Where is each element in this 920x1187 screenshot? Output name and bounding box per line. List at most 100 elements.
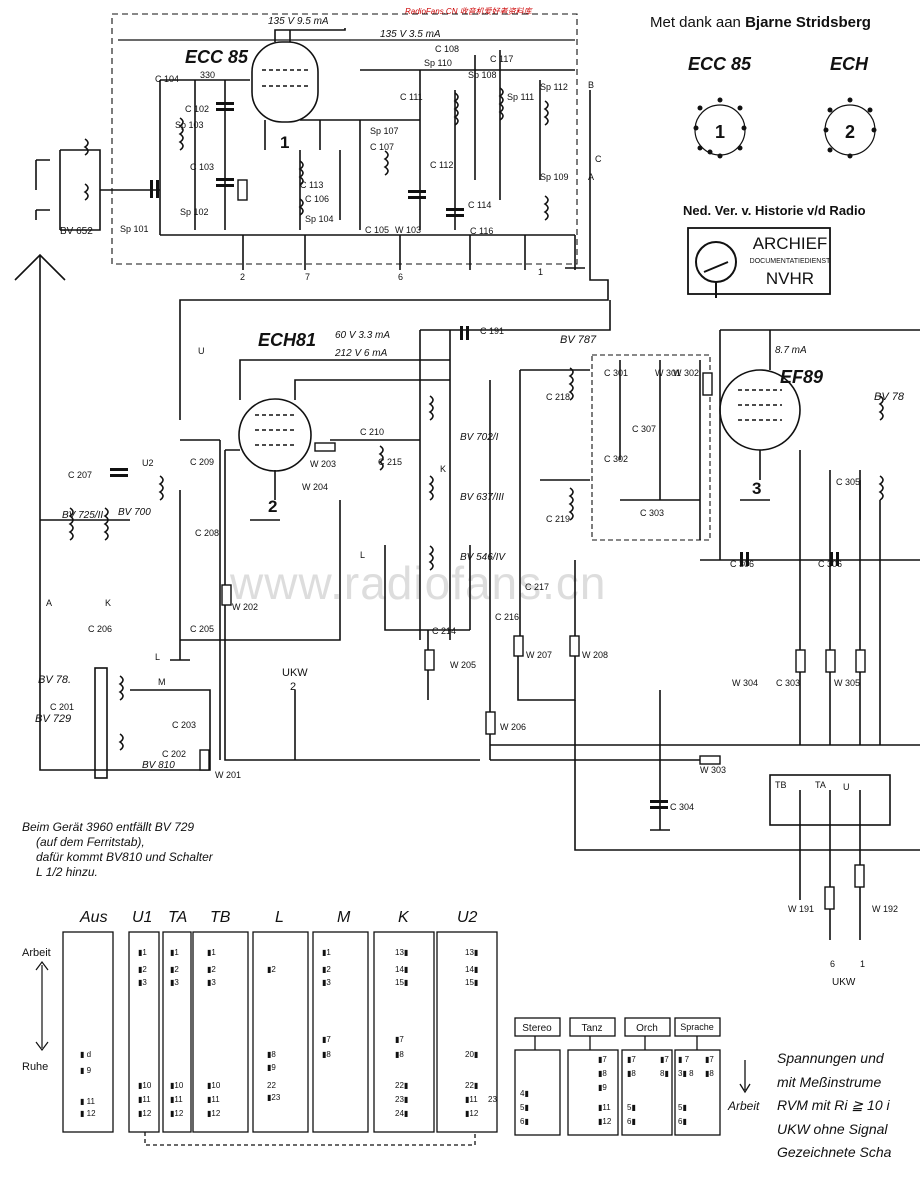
supply-label-ech-1: 60 V 3.3 mA (335, 330, 390, 341)
svg-text:K: K (440, 464, 446, 474)
svg-text:▮10: ▮10 (170, 1081, 184, 1090)
svg-text:13▮: 13▮ (465, 948, 478, 957)
svg-text:B: B (588, 80, 594, 90)
svg-text:C 302: C 302 (604, 454, 628, 464)
svg-text:W 204: W 204 (302, 482, 328, 492)
svg-text:▮11: ▮11 (598, 1103, 611, 1112)
svg-text:C 208: C 208 (195, 528, 219, 538)
svg-text:W 207: W 207 (526, 650, 552, 660)
label-bv702: BV 702/I (460, 432, 499, 443)
svg-text:▮7: ▮7 (322, 1035, 331, 1044)
svg-text:▮2: ▮2 (207, 965, 216, 974)
svg-text:W 202: W 202 (232, 602, 258, 612)
svg-text:1: 1 (280, 133, 289, 152)
footnote-line-2: (auf dem Ferritstab), (36, 835, 145, 849)
svg-text:22: 22 (267, 1081, 276, 1090)
svg-text:W 206: W 206 (500, 722, 526, 732)
svg-text:C 301: C 301 (604, 368, 628, 378)
label-bv810: BV 810 (142, 760, 175, 771)
svg-text:2: 2 (268, 497, 277, 516)
svg-text:▮8: ▮8 (627, 1069, 636, 1078)
svg-text:▮12: ▮12 (170, 1109, 184, 1118)
svg-text:A: A (46, 598, 52, 608)
svg-text:8▮: 8▮ (660, 1069, 669, 1078)
svg-text:▮12: ▮12 (138, 1109, 152, 1118)
button-orch: Orch (636, 1023, 658, 1034)
svg-text:U: U (843, 782, 850, 792)
svg-text:C 219: C 219 (546, 514, 570, 524)
tube-ech81-label: ECH81 (258, 330, 316, 350)
svg-text:C 207: C 207 (68, 470, 92, 480)
switch-col-k: K (398, 909, 410, 926)
svg-text:Sp 102: Sp 102 (180, 207, 209, 217)
svg-text:TA: TA (815, 780, 826, 790)
svg-text:▮7: ▮7 (598, 1055, 607, 1064)
svg-text:▮11: ▮11 (465, 1095, 478, 1104)
svg-text:A: A (588, 172, 594, 182)
svg-text:▮7: ▮7 (660, 1055, 669, 1064)
label-bv787: BV 787 (560, 334, 597, 346)
svg-text:C 201: C 201 (50, 702, 74, 712)
svg-text:▮11: ▮11 (138, 1095, 151, 1104)
svg-text:▮3: ▮3 (207, 978, 216, 987)
switch-ruhe: Ruhe (22, 1061, 48, 1073)
stamp-nvhr: NVHR (766, 269, 814, 288)
label-bv725: BV 725/II (62, 510, 103, 521)
svg-text:▮8: ▮8 (267, 1050, 276, 1059)
svg-text:C 217: C 217 (525, 582, 549, 592)
stamp-archief: ARCHIEF (753, 234, 828, 253)
svg-text:6: 6 (398, 272, 403, 282)
watermark-center: www.radiofans.cn (230, 557, 607, 609)
svg-text:W 192: W 192 (872, 904, 898, 914)
svg-text:C 103: C 103 (190, 162, 214, 172)
tube-ef89-label: EF89 (780, 367, 823, 387)
svg-text:C 216: C 216 (495, 612, 519, 622)
pinout-ech-title: ECH (830, 54, 869, 74)
svg-text:M: M (158, 677, 166, 687)
switch-col-u1: U1 (132, 909, 152, 926)
voltage-note-line-3: RVM mit Ri ≧ 10 i (777, 1097, 890, 1113)
svg-text:W 304: W 304 (732, 678, 758, 688)
svg-text:24▮: 24▮ (395, 1109, 408, 1118)
svg-text:C 303: C 303 (776, 678, 800, 688)
ukw-number: 2 (290, 681, 296, 693)
svg-text:▮12: ▮12 (598, 1117, 612, 1126)
svg-text:4▮: 4▮ (520, 1089, 529, 1098)
svg-text:6▮: 6▮ (627, 1117, 636, 1126)
svg-text:C 106: C 106 (305, 194, 329, 204)
svg-text:▮ 11: ▮ 11 (80, 1097, 95, 1106)
svg-text:5▮: 5▮ (678, 1103, 687, 1112)
tube-ecc85-label: ECC 85 (185, 47, 249, 67)
svg-text:Sp 109: Sp 109 (540, 172, 569, 182)
svg-text:C 202: C 202 (162, 749, 186, 759)
switch-arbeit: Arbeit (22, 947, 51, 959)
svg-text:▮2: ▮2 (170, 965, 179, 974)
svg-text:C 108: C 108 (435, 44, 459, 54)
svg-text:W 191: W 191 (788, 904, 814, 914)
svg-text:C: C (595, 154, 602, 164)
button-stereo: Stereo (522, 1023, 552, 1034)
label-bv78x: BV 78 (874, 391, 905, 403)
svg-text:▮12: ▮12 (465, 1109, 479, 1118)
svg-text:▮2: ▮2 (138, 965, 147, 974)
label-bv78-left: BV 78. (38, 674, 71, 686)
svg-text:Sp 112: Sp 112 (540, 82, 568, 92)
svg-text:W 301: W 301 (655, 368, 681, 378)
voltage-note-line-1: Spannungen und (777, 1050, 884, 1066)
svg-text:▮1: ▮1 (207, 948, 216, 957)
svg-text:3: 3 (752, 479, 761, 498)
switch-col-ta: TA (168, 909, 187, 926)
nvhr-archive-stamp: ARCHIEF DOCUMENTATIEDIENST NVHR (687, 227, 831, 298)
svg-text:Sp 104: Sp 104 (305, 214, 334, 224)
svg-text:▮3: ▮3 (138, 978, 147, 987)
svg-text:W 208: W 208 (582, 650, 608, 660)
svg-text:▮7: ▮7 (395, 1035, 404, 1044)
svg-text:▮7: ▮7 (627, 1055, 636, 1064)
svg-text:C 102: C 102 (185, 104, 209, 114)
svg-text:22▮: 22▮ (395, 1081, 408, 1090)
stamp-documentatiedienst: DOCUMENTATIEDIENST (750, 258, 831, 265)
svg-text:Sp 110: Sp 110 (424, 58, 452, 68)
footnote-line-3: dafür kommt BV810 und Schalter (36, 850, 213, 864)
svg-text:▮1: ▮1 (138, 948, 147, 957)
svg-text:▮9: ▮9 (267, 1063, 276, 1072)
